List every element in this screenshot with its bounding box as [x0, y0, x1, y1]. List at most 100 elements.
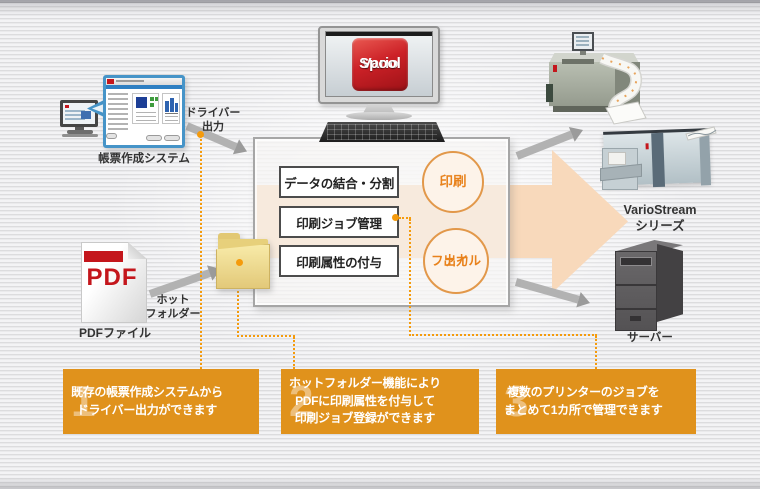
callout-1: 1 既存の帳票作成システムから ドライバー出力ができます	[63, 369, 259, 434]
keyboard	[319, 122, 445, 142]
hot-folder-label: ホット フォルダー	[144, 294, 202, 322]
window-button-1	[146, 135, 162, 141]
hot-folder-icon	[216, 233, 270, 290]
client-monitor-neck	[75, 127, 84, 130]
keyboard-keys	[327, 124, 437, 140]
variostream-line2: シリーズ	[635, 218, 685, 233]
printer-console-content	[576, 36, 589, 47]
server-side-face	[657, 244, 683, 322]
pdf-file-label: PDFファイル	[78, 326, 151, 340]
printer-front-face	[549, 62, 615, 106]
printer-left-panel	[546, 84, 553, 102]
output-circle-file: ファイル 出力	[423, 228, 489, 294]
variostream-paper-out	[685, 126, 717, 141]
bar-chart-bar-2	[170, 98, 174, 112]
job-management-connector-dot	[392, 214, 399, 221]
server-drive-slot	[620, 257, 652, 266]
panel-green-square-3	[150, 103, 154, 107]
variostream-label: VarioStream シリーズ	[616, 203, 704, 234]
printer-console-screen	[572, 32, 594, 51]
printer-top-face	[549, 53, 639, 63]
window-button-2	[164, 135, 180, 141]
client-screen-lines	[65, 110, 85, 120]
output-circle-file-line2: 出力	[443, 253, 469, 268]
client-desk-base	[62, 134, 98, 137]
server-divider-2	[615, 308, 657, 310]
callout-2: 2 ホットフォルダー機能により PDFに印刷属性を付与して 印刷ジョブ登録ができ…	[281, 369, 479, 434]
window-list-pane	[108, 93, 128, 131]
panel-text-lines	[136, 112, 156, 121]
bar-chart-bar-3	[175, 103, 178, 112]
function-box-job-management: 印刷ジョブ管理	[279, 206, 399, 238]
panel-blue-square	[136, 97, 147, 108]
paper-print-marks	[601, 57, 638, 113]
function-box-merge-split: データの結合・分割	[279, 166, 399, 198]
monitor-stand-neck	[362, 104, 396, 115]
callout-3-text: 複数のプリンターのジョブを まとめて1カ所で管理できます	[504, 384, 663, 419]
bar-chart-bar-1	[165, 101, 169, 112]
printer-logo-mark	[553, 65, 557, 72]
callout-1-number: 1	[71, 376, 96, 426]
callout-1-text: 既存の帳票作成システムから ドライバー出力ができます	[71, 384, 223, 419]
window-titlebar-icon	[107, 79, 114, 84]
window-panel-left	[132, 93, 159, 124]
monitor-stand-base	[346, 112, 412, 120]
callout-2-line2: PDFに印刷属性を付与して	[295, 393, 435, 408]
window-bubble-pointer-inner	[92, 104, 104, 113]
dotted-line-job-out	[399, 217, 411, 219]
dotted-line-folder-down	[237, 267, 239, 337]
panel-green-square-1	[150, 97, 154, 101]
dotted-line-job-down	[409, 219, 411, 336]
arrow-driver-output	[185, 122, 238, 151]
callout-2-text: ホットフォルダー機能により PDFに印刷属性を付与して 印刷ジョブ登録ができます	[289, 375, 441, 427]
printer-base	[553, 106, 627, 112]
window-button-3	[106, 133, 117, 139]
panel-text-lines	[165, 116, 178, 123]
window-title-text	[116, 80, 144, 82]
driver-output-line2: 出力	[202, 120, 224, 133]
form-system-label: 帳票作成システム	[98, 153, 190, 165]
callout-1-line2: ドライバー出力ができます	[76, 402, 217, 417]
hot-folder-line2: フォルダー	[145, 307, 201, 320]
monitor-top-strip	[326, 32, 432, 36]
dotted-line-folder-across	[237, 335, 295, 337]
form-app-window	[103, 75, 185, 148]
printer-paper-path	[599, 52, 647, 125]
arrow-to-printer-head	[568, 127, 583, 142]
logo-line1: Vario	[361, 55, 399, 73]
arrow-to-printer	[515, 130, 574, 160]
client-screen-red-dot	[65, 105, 69, 108]
output-circle-print: 印刷	[422, 151, 484, 213]
server-label: サーバー	[627, 332, 673, 344]
dotted-line-job-to-callout3	[595, 336, 597, 369]
logo-line2: Spool	[359, 55, 401, 73]
client-computer-icon	[56, 98, 104, 138]
callout-3-number: 3	[504, 376, 529, 426]
callout-2-line1: ホットフォルダー機能により	[289, 376, 441, 391]
output-circle-file-line1: ファイル	[430, 253, 481, 268]
window-panel-right	[162, 93, 180, 124]
variospool-logo: Vario Spool	[352, 38, 408, 91]
driver-output-line1: ドライバー	[185, 107, 241, 119]
dotted-line-driver-to-callout1	[200, 139, 202, 369]
dotted-line-job-across	[409, 334, 597, 336]
production-printer-icon	[546, 28, 650, 126]
server-vent	[630, 316, 641, 321]
client-screen-chart	[81, 111, 91, 119]
top-shade	[0, 0, 760, 3]
paper-output-tray	[605, 101, 647, 125]
callout-1-line1: 既存の帳票作成システムから	[71, 385, 223, 400]
hot-folder-line1: ホット	[156, 294, 190, 306]
output-circle-print-label: 印刷	[439, 174, 467, 190]
arrow-driver-output-head	[232, 139, 247, 155]
arrow-to-server	[514, 278, 580, 304]
arrow-to-server-head	[576, 292, 590, 308]
variostream-paper-stack	[608, 152, 626, 165]
folder-front	[216, 244, 270, 289]
bottom-shade	[0, 477, 760, 489]
server-icon	[610, 240, 688, 336]
pdf-text: PDF	[86, 264, 138, 291]
variostream-line1: VarioStream	[623, 203, 697, 217]
variostream-printer-icon	[600, 124, 720, 204]
